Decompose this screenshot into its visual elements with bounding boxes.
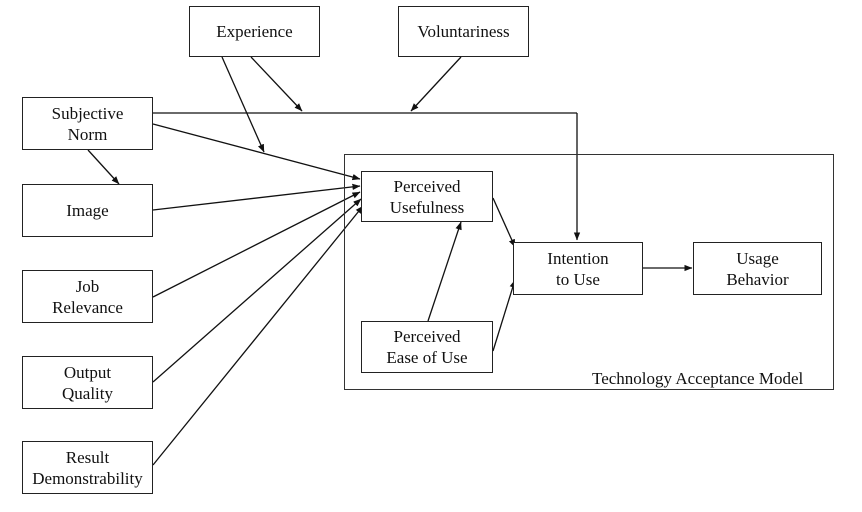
edge-image-to-perceived-usefulness — [152, 183, 361, 211]
node-result-demonstrability-line-1: Result — [65, 447, 110, 467]
edge-experience-to-norm-intention-link — [250, 56, 303, 112]
node-voluntariness: Voluntariness — [398, 6, 529, 57]
node-image-line-1: Image — [66, 201, 109, 220]
edge-experience-to-norm-usefulness-link — [221, 56, 265, 153]
node-usage-behavior-line-1: Usage — [736, 248, 779, 268]
node-output-quality: Output Quality — [22, 356, 153, 409]
edge-result-demonstrability-to-perceived-usefulness — [152, 205, 364, 466]
node-image: Image — [22, 184, 153, 237]
node-subjective-norm-line-1: Subjective — [51, 103, 124, 123]
node-perceived-usefulness-line-2: Usefulness — [389, 197, 465, 217]
node-result-demonstrability-line-2: Demonstrability — [32, 468, 143, 488]
node-usage-behavior-line-2: Behavior — [726, 269, 789, 289]
edge-ease-of-use-to-intention — [492, 279, 516, 352]
node-output-quality-line-2: Quality — [62, 383, 113, 403]
edge-subjective-norm-to-perceived-usefulness — [152, 123, 361, 181]
edge-job-relevance-to-perceived-usefulness — [152, 191, 361, 298]
node-perceived-usefulness: Perceived Usefulness — [361, 171, 493, 222]
technology-acceptance-model-label: Technology Acceptance Model — [592, 369, 804, 388]
node-output-quality-line-1: Output — [63, 362, 112, 382]
edge-voluntariness-to-norm-intention-link — [410, 56, 462, 112]
node-job-relevance: Job Relevance — [22, 270, 153, 323]
node-result-demonstrability: Result Demonstrability — [22, 441, 153, 494]
node-intention-to-use-line-1: Intention — [547, 248, 609, 268]
node-intention-to-use: Intention to Use — [513, 242, 643, 295]
technology-acceptance-model-frame — [344, 154, 834, 390]
node-usage-behavior: Usage Behavior — [693, 242, 822, 295]
edge-output-quality-to-perceived-usefulness — [152, 198, 362, 383]
node-perceived-usefulness-line-1: Perceived — [393, 176, 461, 196]
node-perceived-ease-of-use-line-1: Perceived — [393, 327, 461, 346]
node-subjective-norm: Subjective Norm — [22, 97, 153, 150]
node-perceived-ease-of-use: Perceived Ease of Use — [361, 321, 493, 373]
node-voluntariness-line-1: Voluntariness — [417, 22, 510, 41]
node-job-relevance-line-2: Relevance — [52, 297, 123, 317]
node-experience-line-1: Experience — [216, 22, 293, 41]
node-intention-to-use-line-2: to Use — [556, 269, 600, 289]
node-perceived-ease-of-use-line-2: Ease of Use — [386, 348, 468, 367]
node-experience: Experience — [189, 6, 320, 57]
edge-ease-of-use-to-perceived-usefulness — [427, 221, 462, 322]
edge-perceived-usefulness-to-intention — [492, 197, 516, 248]
node-job-relevance-line-1: Job — [75, 276, 100, 296]
edge-subjective-norm-to-image — [87, 149, 120, 185]
node-subjective-norm-line-2: Norm — [67, 124, 108, 144]
